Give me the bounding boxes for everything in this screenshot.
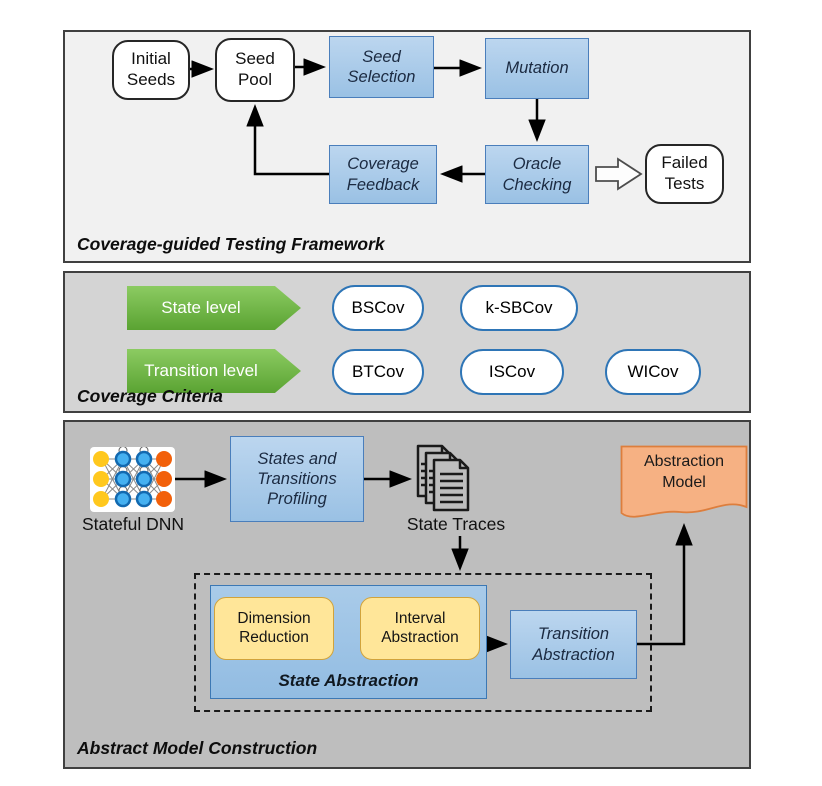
node-states-transitions-profiling: States and Transitions Profiling <box>230 436 364 522</box>
node-failed-tests: Failed Tests <box>645 144 724 204</box>
node-oracle-checking: Oracle Checking <box>485 145 589 204</box>
document-stack-icon <box>415 444 483 512</box>
criteria-panel: State level BSCov k-SBCov Transition lev… <box>63 271 751 413</box>
node-transition-abstraction: Transition Abstraction <box>510 610 637 679</box>
node-mutation: Mutation <box>485 38 589 99</box>
state-abstraction-label: State Abstraction <box>278 671 419 690</box>
node-initial-seeds: Initial Seeds <box>112 40 190 100</box>
node-seed-pool: Seed Pool <box>215 38 295 102</box>
state-traces-label: State Traces <box>406 514 506 534</box>
dnn-icon <box>90 446 175 512</box>
metric-bscov: BSCov <box>332 285 424 331</box>
block-arrow-icon <box>595 157 643 191</box>
abstraction-model-label: Abstraction Model <box>643 453 725 491</box>
construction-panel: Stateful DNN States and Transitions Prof… <box>63 420 751 769</box>
criteria-panel-title: Coverage Criteria <box>77 386 223 406</box>
metric-btcov: BTCov <box>332 349 424 395</box>
node-interval-abstraction: Interval Abstraction <box>360 597 480 660</box>
node-seed-selection: Seed Selection <box>329 36 434 98</box>
metric-k-sbcov: k-SBCov <box>460 285 578 331</box>
node-abstraction-model: Abstraction Model <box>620 445 748 523</box>
framework-panel-title: Coverage-guided Testing Framework <box>77 234 385 254</box>
arrow-feedback-to-seedpool <box>246 104 329 176</box>
stateful-dnn-label: Stateful DNN <box>81 514 185 534</box>
construction-panel-title: Abstract Model Construction <box>77 738 318 758</box>
metric-wicov: WICov <box>605 349 701 395</box>
transition-level-arrow: Transition level <box>127 349 301 393</box>
node-coverage-feedback: Coverage Feedback <box>329 145 437 204</box>
state-level-arrow: State level <box>127 286 301 330</box>
node-dimension-reduction: Dimension Reduction <box>214 597 334 660</box>
framework-panel: Initial Seeds Seed Pool Seed Selection M… <box>63 30 751 263</box>
metric-iscov: ISCov <box>460 349 564 395</box>
abstraction-dashed-box <box>194 573 652 712</box>
